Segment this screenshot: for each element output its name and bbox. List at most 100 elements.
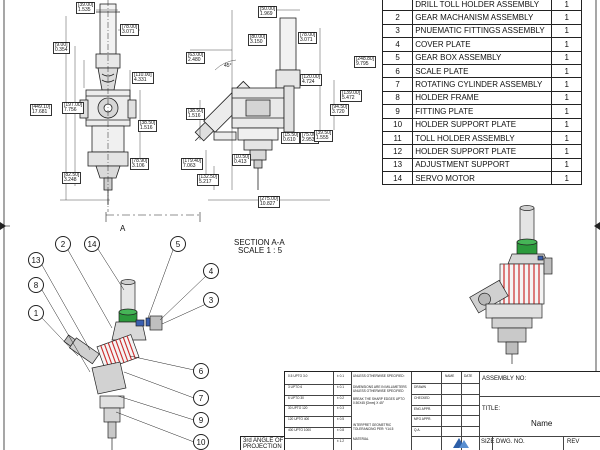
bom-item-no: 8 — [381, 90, 414, 106]
bom-part-name: ADJUSTMENT SUPPORT — [412, 157, 553, 173]
exploded-view — [63, 279, 163, 450]
projection-box: 3rd ANGLE OF PROJECTION — [240, 436, 285, 450]
tolerance-range: 120 UPTO 400 — [288, 417, 310, 422]
title-label: TITLE: — [482, 406, 501, 412]
bom-part-name: GEAR BOX ASSEMBLY — [412, 50, 553, 65]
dim-front-2: [78.00]3.071 — [120, 24, 140, 36]
dim-side-16: [132.50]5.217 — [197, 174, 220, 186]
bom-part-name: TOLL HOLDER ASSEMBLY — [412, 130, 553, 146]
dim-side-4: [63.00]2.480 — [186, 52, 206, 64]
dims-note: DIMENSIONS ARE IN MILLIMETERS UNLESS OTH… — [353, 385, 407, 393]
bom-qty: 1 — [551, 117, 582, 132]
bom-part-name: HOLDER SUPPORT PLATE — [412, 144, 553, 159]
dim-side-angle: 45° — [224, 63, 232, 69]
bom-qty: 1 — [551, 130, 582, 146]
assembled-view — [469, 205, 553, 364]
tolerance-value: ± 0.8 — [337, 428, 345, 432]
dim-side-10: [38.50]1.516 — [186, 108, 206, 120]
name-col: NAME — [445, 374, 455, 378]
bom-item-no: 9 — [381, 104, 414, 119]
bom-qty: 1 — [551, 171, 582, 186]
bom-qty: 1 — [551, 50, 582, 65]
side-view — [190, 9, 335, 201]
bom-item-no: 11 — [381, 130, 414, 146]
bom-item-no: 14 — [381, 171, 414, 186]
section-title: SECTION A-A — [234, 238, 285, 247]
bom-item-no: 3 — [381, 23, 414, 39]
material-label: MATERIAL — [353, 437, 369, 441]
balloon-leaders — [41, 248, 207, 443]
bom-part-name: HOLDER SUPPORT PLATE — [412, 117, 553, 132]
bom-item-no: 7 — [381, 77, 414, 92]
section-scale: SCALE 1 : 5 — [238, 246, 283, 255]
bom-part-name: ROTATING CYLINDER ASSEMBLY — [412, 77, 553, 92]
balloon-3: 3 — [203, 292, 219, 308]
interpret-note: INTERPRET GEOMETRIC TOLERANCING PER: Y14… — [353, 423, 394, 431]
bom-part-name: COVER PLATE — [412, 37, 553, 52]
dim-front-7: [38.50]1.516 — [138, 120, 158, 132]
bom-qty: 1 — [551, 0, 582, 12]
section-cut-label: A — [120, 224, 126, 233]
tolerance-value: ± 0.2 — [337, 395, 345, 400]
dim-side-2: [80.00]3.150 — [248, 34, 268, 46]
bom-part-name: GEAR MACHANISM ASSEMBLY — [412, 10, 553, 25]
tolerance-range: 3 UPTO 6 — [288, 384, 303, 389]
balloon-6: 6 — [193, 363, 209, 379]
bom-part-name: SERVO MOTOR — [412, 171, 553, 186]
bom-qty: 1 — [551, 157, 582, 173]
company-logo-icon — [453, 438, 469, 448]
bom-item-no: 10 — [381, 117, 414, 132]
bom-qty: 1 — [551, 63, 582, 79]
dim-side-9: [94.50]3.720 — [330, 104, 350, 116]
size-label: SIZE — [481, 439, 495, 445]
tolerance-range: 400 UPTO 1000 — [288, 428, 311, 432]
eng-appr-label: ENG APPR. — [414, 407, 432, 411]
bom-part-name: PNUEMATIC FITTINGS ASSEMBLY — [412, 23, 553, 39]
bom-item-no: 5 — [381, 50, 414, 65]
balloon-2: 2 — [55, 236, 71, 252]
bom-qty: 1 — [551, 77, 582, 92]
dim-front-6: [449.10]17.681 — [30, 104, 53, 116]
checked-label: CHECKED — [414, 396, 430, 400]
balloon-1: 1 — [28, 305, 44, 321]
dim-side-15: [10.50]0.413 — [232, 154, 252, 166]
date-col: DATE — [464, 374, 473, 378]
drawn-label: DRAWN — [414, 385, 426, 389]
dim-front-4: [110.00]4.331 — [132, 72, 154, 84]
dim-side-14: [179.40]7.063 — [181, 158, 204, 170]
dim-front-1: [39.00]1.535 — [76, 2, 96, 14]
balloon-14: 14 — [84, 236, 100, 252]
dim-front-3: [9.00]0.354 — [53, 42, 70, 54]
drawing-name: Name — [531, 419, 553, 428]
balloon-4: 4 — [203, 263, 219, 279]
bom-qty: 1 — [551, 144, 582, 159]
bom-item-no: 6 — [381, 63, 414, 79]
bom-item-no: 4 — [381, 37, 414, 52]
tolerance-value: ± 0.3 — [337, 406, 345, 411]
dim-side-1: [50.00]1.969 — [258, 6, 278, 18]
bom-qty: 1 — [551, 104, 582, 119]
section-cut-line — [105, 212, 201, 222]
bom-qty: 1 — [551, 10, 582, 25]
dim-side-8: [139.00]5.472 — [340, 90, 363, 102]
tolerance-value: ± 0.5 — [337, 417, 345, 422]
bom-item-no — [381, 0, 414, 12]
tolerance-range: 0.5 UPTO 3.0 — [288, 374, 308, 378]
dim-side-17: [275.00]10.827 — [258, 196, 281, 208]
bom-item-no: 13 — [381, 157, 414, 173]
bom-qty: 1 — [551, 37, 582, 52]
mfg-appr-label: MFG APPR. — [414, 417, 432, 421]
